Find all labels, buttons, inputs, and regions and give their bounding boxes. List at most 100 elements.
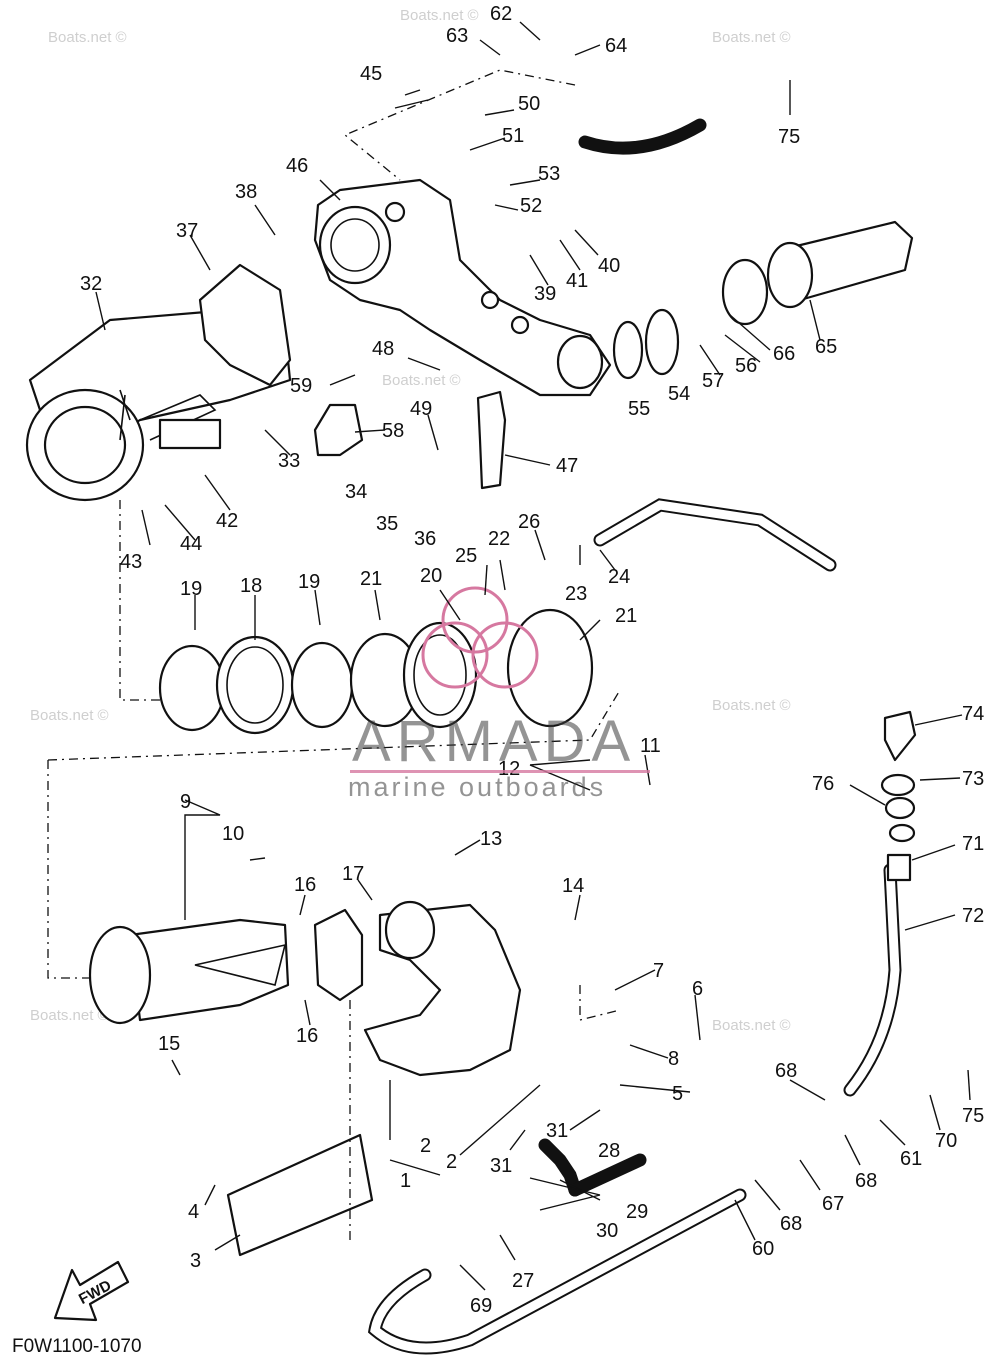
callout-23: 23: [565, 583, 587, 605]
callout-73: 73: [962, 768, 984, 790]
watermark: Boats.net ©: [400, 7, 479, 24]
callout-65: 65: [815, 336, 837, 358]
gasket-17: [313, 908, 364, 1002]
hose-joint-row: [158, 608, 594, 735]
callout-53: 53: [538, 163, 560, 185]
callout-6: 6: [692, 978, 703, 1000]
callout-70: 70: [935, 1130, 957, 1152]
mount-58: [313, 403, 364, 457]
callout-47: 47: [556, 455, 578, 477]
callout-1: 1: [400, 1170, 411, 1192]
callout-46: 46: [286, 155, 308, 177]
callout-68b: 68: [855, 1170, 877, 1192]
callout-30: 30: [596, 1220, 618, 1242]
callout-16b: 16: [296, 1025, 318, 1047]
callout-7: 7: [653, 960, 664, 982]
callout-22: 22: [488, 528, 510, 550]
callout-50: 50: [518, 93, 540, 115]
watermark: Boats.net ©: [48, 29, 127, 46]
leader-lines: [95, 21, 971, 1291]
brand-underline: [350, 770, 650, 773]
callout-69: 69: [470, 1295, 492, 1317]
callout-2: 2: [420, 1135, 431, 1157]
callout-38: 38: [235, 181, 257, 203]
callout-2b: 2: [446, 1151, 457, 1173]
callout-31: 31: [490, 1155, 512, 1177]
assembly-lines: [47, 69, 621, 1245]
callout-41: 41: [566, 270, 588, 292]
watermark: Boats.net ©: [712, 697, 791, 714]
callout-57: 57: [702, 370, 724, 392]
sleeve-65: [766, 220, 914, 309]
hoses: [367, 118, 902, 1355]
gasket-55: [612, 320, 644, 380]
brand-logo-mark: [421, 586, 539, 689]
callout-56: 56: [735, 355, 757, 377]
callout-17: 17: [342, 863, 364, 885]
callout-21: 21: [360, 568, 382, 590]
callout-20: 20: [420, 565, 442, 587]
callout-19: 19: [180, 578, 202, 600]
callout-34: 34: [345, 481, 367, 503]
callout-45: 45: [360, 63, 382, 85]
callout-19b: 19: [298, 571, 320, 593]
clamp-66: [721, 258, 769, 326]
callout-29: 29: [626, 1201, 648, 1223]
callout-37: 37: [176, 220, 198, 242]
watermark: Boats.net ©: [382, 372, 461, 389]
watermark: Boats.net ©: [712, 29, 791, 46]
callout-3: 3: [190, 1250, 201, 1272]
callout-49: 49: [410, 398, 432, 420]
callout-25: 25: [455, 545, 477, 567]
callout-12: 12: [498, 758, 520, 780]
callout-51: 51: [502, 125, 524, 147]
callout-4: 4: [188, 1201, 199, 1223]
gasket-54: [644, 308, 680, 376]
callout-16: 16: [294, 874, 316, 896]
callout-13: 13: [480, 828, 502, 850]
callout-62: 62: [490, 3, 512, 25]
forward-arrow-icon: [53, 1260, 130, 1322]
callout-24: 24: [608, 566, 630, 588]
callout-18: 18: [240, 575, 262, 597]
callout-36: 36: [414, 528, 436, 550]
callout-44: 44: [180, 533, 202, 555]
gasket-3: [226, 1133, 374, 1257]
callout-labels: 1 2 2 3 4 5 6 7 8 9 10 11 12 13 14 15 16…: [80, 3, 984, 1317]
callout-9: 9: [180, 791, 191, 813]
callout-75b: 75: [962, 1105, 984, 1127]
callout-5: 5: [672, 1083, 683, 1105]
callout-63: 63: [446, 25, 468, 47]
brand-watermark-tagline: marine outboards: [348, 772, 607, 802]
callout-58: 58: [382, 420, 404, 442]
callout-35: 35: [376, 513, 398, 535]
callout-28: 28: [598, 1140, 620, 1162]
callout-64: 64: [605, 35, 627, 57]
callout-72: 72: [962, 905, 984, 927]
callout-61: 61: [900, 1148, 922, 1170]
callout-27: 27: [512, 1270, 534, 1292]
exhaust-manifold: [363, 900, 522, 1077]
callout-68c: 68: [780, 1213, 802, 1235]
callout-21b: 21: [615, 605, 637, 627]
callout-76: 76: [812, 773, 834, 795]
exhaust-chamber-46: [313, 178, 612, 397]
exhaust-pipe-9: [88, 918, 290, 1025]
callout-68: 68: [775, 1060, 797, 1082]
callout-54: 54: [668, 383, 690, 405]
callout-74: 74: [962, 703, 984, 725]
callout-66: 66: [773, 343, 795, 365]
callout-55: 55: [628, 398, 650, 420]
callout-32: 32: [80, 273, 102, 295]
watermark: Boats.net ©: [30, 707, 109, 724]
callout-8: 8: [668, 1048, 679, 1070]
callout-33: 33: [278, 450, 300, 472]
callout-15: 15: [158, 1033, 180, 1055]
callout-59: 59: [290, 375, 312, 397]
callout-48: 48: [372, 338, 394, 360]
callout-43: 43: [120, 551, 142, 573]
callout-42: 42: [216, 510, 238, 532]
callout-60: 60: [752, 1238, 774, 1260]
filler-cap-assembly: [880, 710, 917, 882]
